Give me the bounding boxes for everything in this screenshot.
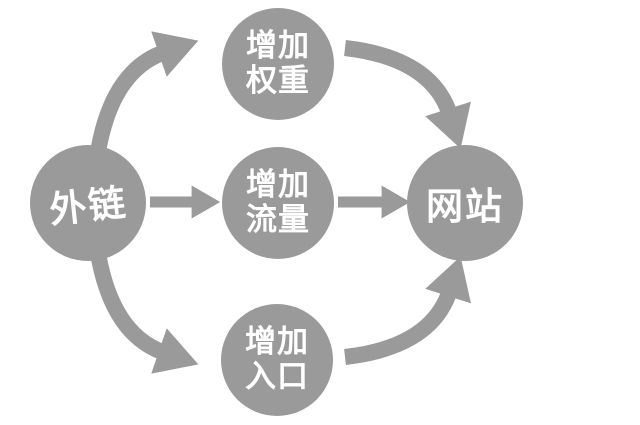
node-external-links-label: 外链: [47, 181, 130, 232]
arrow-external-links-to-increase-weight: [90, 31, 199, 154]
node-external-links: 外链: [30, 145, 146, 261]
node-increase-entries-line1: 增加: [245, 324, 309, 361]
arrow-external-links-to-increase-entries: [90, 251, 199, 374]
node-increase-traffic: 增加 流量: [222, 147, 334, 259]
node-increase-traffic-line1: 增加: [246, 167, 310, 204]
arrow-increase-entries-to-website: [344, 256, 471, 365]
node-increase-entries: 增加 入口: [221, 304, 333, 416]
arrow-increase-weight-to-website: [344, 40, 471, 149]
node-increase-entries-line2: 入口: [245, 359, 309, 395]
node-increase-traffic-line2: 流量: [246, 202, 310, 238]
node-increase-weight-line2: 权重: [246, 63, 310, 99]
node-website: 网站: [407, 145, 523, 261]
node-increase-weight: 增加 权重: [222, 8, 334, 120]
node-website-label: 网站: [426, 185, 504, 228]
node-increase-weight-line1: 增加: [246, 28, 310, 65]
